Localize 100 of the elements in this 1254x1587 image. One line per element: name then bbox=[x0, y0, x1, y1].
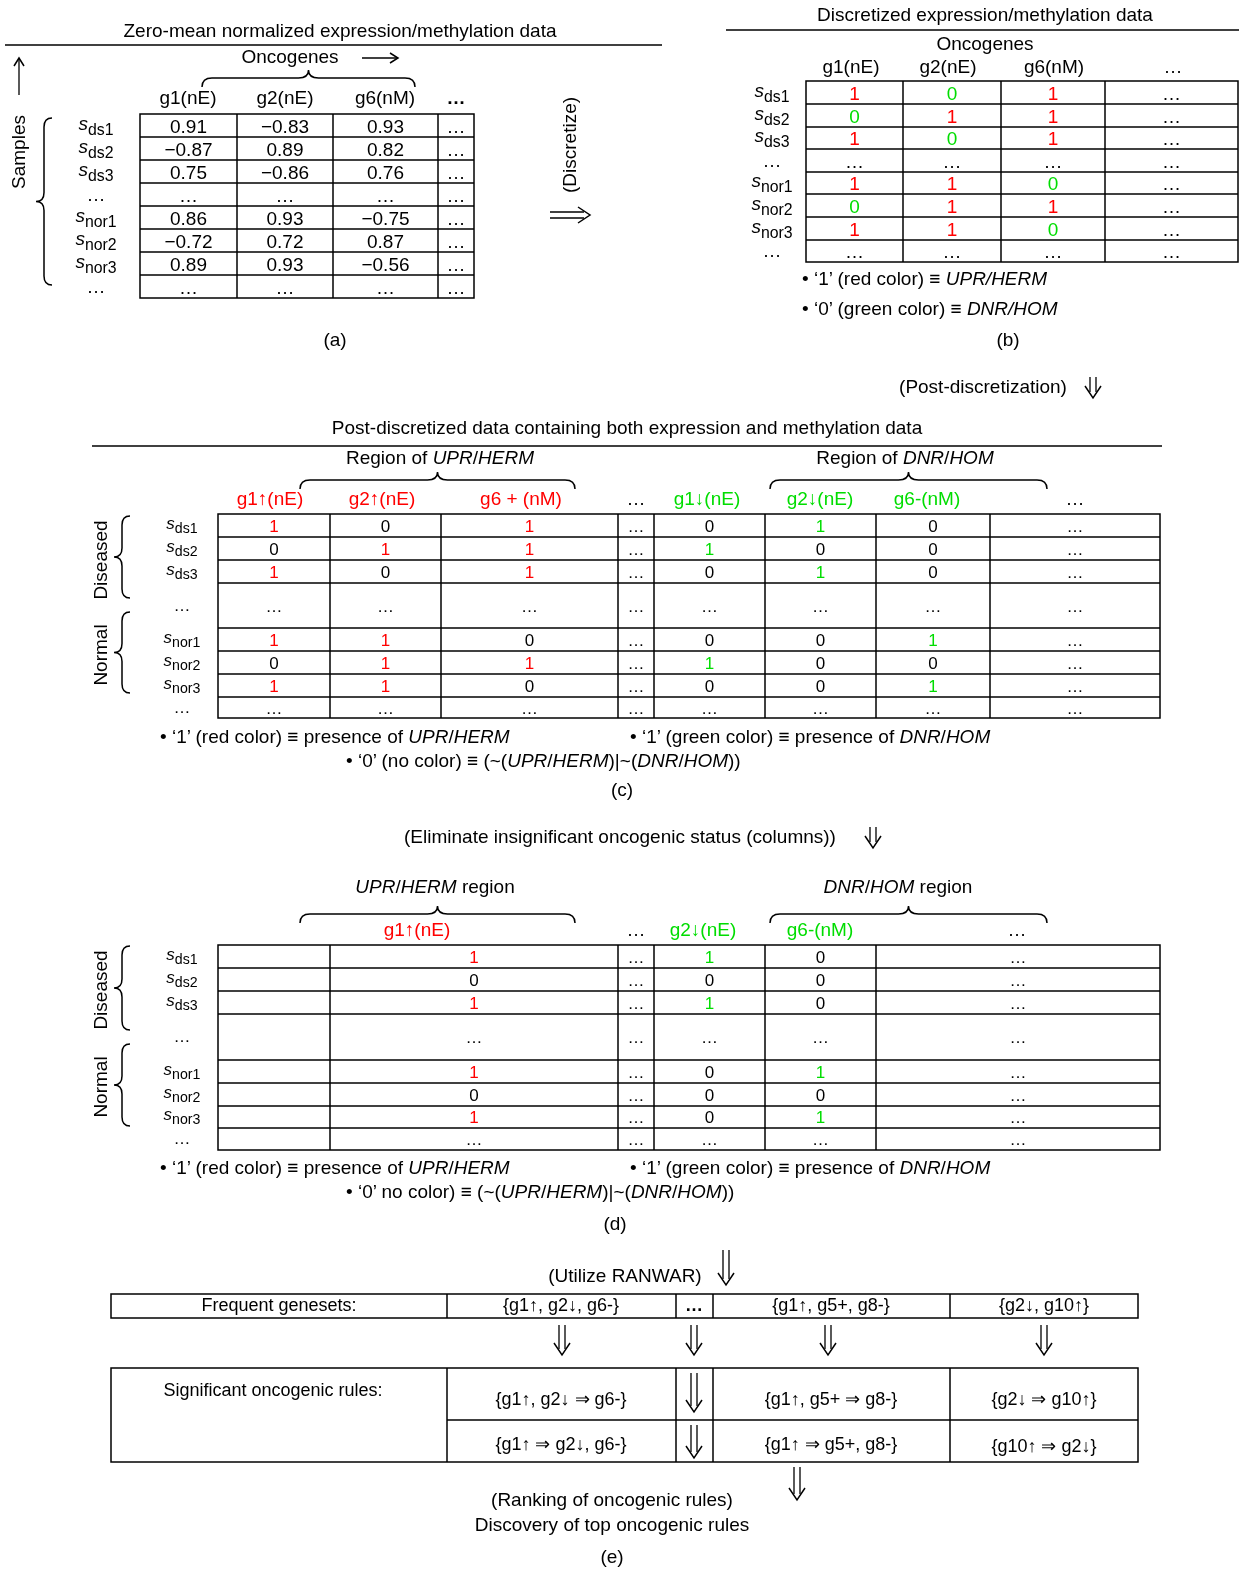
data-value: 0 bbox=[928, 654, 938, 673]
legend-text: • ‘1’ (green color) ≡ presence of DNR/HOM bbox=[630, 1157, 991, 1179]
sample-label: s$_{ds2}$ bbox=[166, 537, 198, 560]
data-value: … bbox=[1009, 994, 1027, 1013]
data-value: … bbox=[1066, 540, 1084, 559]
data-value: 1 bbox=[946, 173, 958, 195]
gene-header: g6(nM) bbox=[354, 87, 416, 109]
data-value: 0.86 bbox=[170, 208, 207, 229]
step-label: (Ranking of oncogenic rules) bbox=[491, 1489, 733, 1511]
sample-label: … bbox=[173, 1129, 191, 1149]
data-value: 0.82 bbox=[367, 139, 404, 160]
data-value: … bbox=[627, 1108, 645, 1128]
data-value: … bbox=[521, 699, 538, 718]
data-value: 0 bbox=[928, 517, 938, 536]
data-value: … bbox=[1066, 699, 1084, 718]
data-value: 1 bbox=[946, 106, 958, 127]
sample-label: s$_{nor1}$ bbox=[75, 205, 117, 230]
sample-label: … bbox=[86, 276, 106, 297]
data-value: −0.83 bbox=[260, 116, 310, 137]
data-value: … bbox=[942, 151, 962, 172]
sample-label: … bbox=[173, 596, 191, 615]
data-value: … bbox=[1043, 151, 1063, 172]
data-value: 1 bbox=[1047, 128, 1059, 150]
data-value: … bbox=[627, 517, 645, 536]
sample-label: s$_{nor3}$ bbox=[75, 251, 117, 276]
sample-label: s$_{nor2}$ bbox=[75, 228, 117, 253]
data-value: 1 bbox=[524, 654, 535, 673]
data-value: … bbox=[1009, 971, 1027, 990]
data-value: … bbox=[701, 699, 718, 718]
sample-label: s$_{nor1}$ bbox=[163, 1060, 201, 1083]
data-value: … bbox=[812, 597, 829, 616]
data-value: … bbox=[845, 151, 864, 172]
data-value: … bbox=[627, 597, 645, 616]
data-value: 1 bbox=[1047, 196, 1059, 217]
gene-header: g2(nE) bbox=[256, 87, 314, 109]
data-value: … bbox=[446, 185, 466, 206]
data-value: … bbox=[701, 1028, 718, 1048]
data-value: … bbox=[701, 1130, 718, 1150]
data-value: −0.56 bbox=[361, 254, 410, 275]
sample-label: … bbox=[762, 150, 782, 171]
data-value: … bbox=[377, 597, 394, 616]
data-value: … bbox=[845, 241, 864, 263]
data-value: 1 bbox=[849, 173, 860, 195]
sample-label: s$_{nor2}$ bbox=[751, 193, 793, 218]
data-value: … bbox=[446, 277, 466, 298]
data-value: … bbox=[942, 241, 962, 263]
data-value: 1 bbox=[815, 517, 826, 536]
data-value: … bbox=[1066, 631, 1084, 650]
rule-text: {g1↑, g2↓ ⇒ g6-} bbox=[495, 1390, 627, 1410]
data-value: … bbox=[627, 631, 645, 650]
step-label: (Utilize RANWAR) bbox=[548, 1265, 702, 1287]
data-value: … bbox=[627, 563, 645, 582]
panel-title: Post-discretized data containing both expression and methylation data bbox=[331, 417, 923, 439]
legend-text: • ‘1’ (green color) ≡ presence of DNR/HOM bbox=[630, 726, 991, 748]
data-value: … bbox=[376, 185, 395, 206]
data-value: 1 bbox=[269, 677, 279, 696]
data-value: 1 bbox=[380, 631, 391, 650]
gene-header: … bbox=[1065, 488, 1085, 510]
data-value: … bbox=[1043, 241, 1063, 263]
data-value: 0 bbox=[815, 631, 826, 650]
gene-header: g1(nE) bbox=[159, 87, 217, 109]
data-value: … bbox=[465, 1028, 483, 1048]
data-value: 1 bbox=[815, 1063, 826, 1082]
data-value: 0.89 bbox=[170, 254, 207, 275]
geneset-text: {g1↑, g5+, g8-} bbox=[772, 1296, 890, 1316]
data-value: 0.87 bbox=[367, 231, 404, 252]
data-value: 0 bbox=[946, 128, 958, 150]
data-value: 1 bbox=[704, 948, 715, 967]
panel-caption: (d) bbox=[603, 1213, 627, 1235]
data-value: 0 bbox=[815, 540, 826, 559]
data-value: 1 bbox=[524, 517, 535, 536]
panel-caption: (e) bbox=[600, 1546, 624, 1568]
data-value: 1 bbox=[469, 948, 479, 967]
data-value: … bbox=[627, 1028, 645, 1048]
data-value: … bbox=[265, 597, 283, 616]
data-value: 1 bbox=[849, 219, 860, 240]
data-value: … bbox=[627, 1063, 645, 1082]
data-value: 1 bbox=[849, 128, 860, 150]
data-value: 1 bbox=[269, 631, 279, 650]
data-value: … bbox=[446, 231, 466, 252]
sample-label: s$_{ds3}$ bbox=[166, 560, 198, 583]
data-value: 1 bbox=[928, 677, 938, 696]
data-value: … bbox=[627, 971, 645, 990]
data-value: … bbox=[1009, 948, 1027, 967]
data-value: 1 bbox=[380, 677, 391, 696]
sample-label: s$_{nor3}$ bbox=[163, 1106, 201, 1128]
rule-text: {g1↑ ⇒ g2↓, g6-} bbox=[495, 1435, 627, 1455]
data-value: … bbox=[1162, 196, 1181, 217]
gene-header: g6(nM) bbox=[1023, 56, 1085, 78]
data-value: 1 bbox=[815, 563, 826, 582]
group-label: Normal bbox=[90, 1056, 112, 1118]
sample-label: s$_{nor2}$ bbox=[163, 1083, 201, 1106]
data-value: … bbox=[1009, 1108, 1027, 1128]
gene-header: g2↓(nE) bbox=[669, 919, 737, 941]
data-value: … bbox=[627, 1130, 645, 1150]
legend-text: • ‘1’ (red color) ≡ presence of UPR/HERM bbox=[160, 1157, 510, 1179]
data-value: 0 bbox=[269, 654, 279, 673]
gene-header: … bbox=[626, 919, 646, 941]
geneset-text: … bbox=[685, 1296, 703, 1316]
data-value: … bbox=[446, 254, 466, 275]
